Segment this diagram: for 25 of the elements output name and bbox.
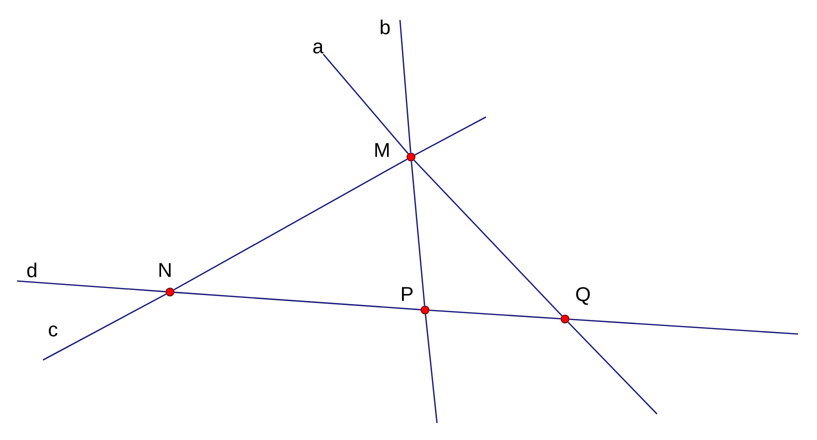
line [568, 322, 658, 414]
point-label: N [159, 263, 171, 277]
point-label: P [402, 287, 413, 301]
line [399, 20, 412, 153]
point-label: M [375, 143, 389, 157]
line [16, 280, 166, 292]
point-dot [560, 314, 570, 324]
line [410, 161, 426, 306]
line-label: d [27, 262, 36, 278]
line [322, 54, 409, 154]
line [424, 314, 438, 424]
line-label: c [48, 326, 58, 336]
line [174, 292, 421, 310]
line-label: b [380, 20, 390, 34]
line [42, 294, 166, 361]
line [414, 116, 486, 156]
line [429, 310, 561, 320]
point-dot [166, 288, 174, 296]
line-label: a [313, 42, 324, 54]
point-dot [420, 306, 430, 314]
point-dot [406, 152, 416, 162]
line [569, 318, 798, 335]
line [174, 158, 408, 290]
line [414, 160, 562, 316]
point-label: Q [576, 287, 590, 305]
